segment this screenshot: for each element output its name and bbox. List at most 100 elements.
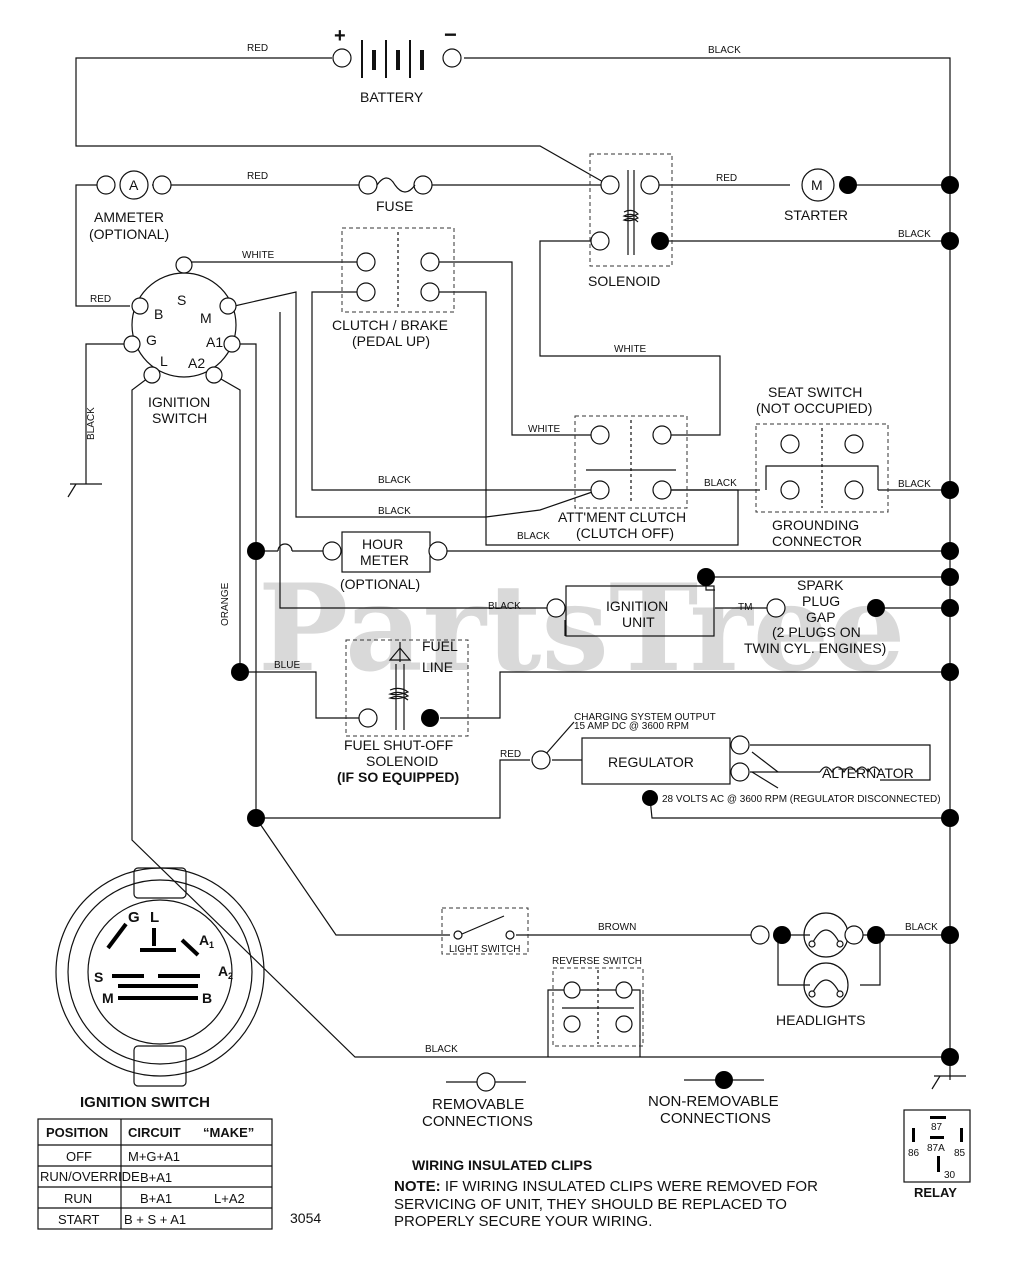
terminal-s: S <box>177 292 186 308</box>
battery-label: BATTERY <box>360 89 424 105</box>
light-switch-label: LIGHT SWITCH <box>449 944 520 955</box>
legend-nonremovable: NON-REMOVABLE <box>648 1093 779 1110</box>
spark-plug-l1: SPARK <box>797 577 844 593</box>
detail-a2: A <box>218 963 228 979</box>
hour-meter-label2: METER <box>360 552 409 568</box>
light-switch: LIGHT SWITCH <box>441 907 529 955</box>
watermark: PartsTree <box>258 558 905 699</box>
terminal-m: M <box>200 310 212 326</box>
att-clutch-sublabel: (CLUTCH OFF) <box>576 525 674 541</box>
wire-label: BROWN <box>598 922 636 933</box>
regulator: CHARGING SYSTEM OUTPUT 15 AMP DC @ 3600 … <box>247 712 959 827</box>
wire-label: BLACK <box>517 531 550 542</box>
detail-a1: A <box>199 932 209 948</box>
table-cell: START <box>58 1212 99 1227</box>
table-cell: B + S + A1 <box>124 1212 186 1227</box>
relay-30: 30 <box>944 1170 956 1181</box>
detail-s: S <box>94 969 103 985</box>
terminal-l: L <box>160 353 168 369</box>
table-cell: B+A1 <box>140 1191 172 1206</box>
alternator: ALTERNATOR <box>822 765 914 781</box>
headlights: HEADLIGHTS <box>750 912 959 1028</box>
notes-line3: PROPERLY SECURE YOUR WIRING. <box>394 1213 652 1230</box>
hour-meter-optional: (OPTIONAL) <box>340 576 420 592</box>
wire-label: BLUE <box>274 660 300 671</box>
detail-a2-sub: 2 <box>228 971 233 981</box>
ignition-unit-label2: UNIT <box>622 614 655 630</box>
ignition-switch: S B M G A1 L A2 IGNITION SWITCH <box>123 256 241 426</box>
detail-title: IGNITION SWITCH <box>80 1094 210 1111</box>
wire-label: WHITE <box>242 250 275 261</box>
charging-output: CHARGING SYSTEM OUTPUT <box>574 712 716 723</box>
clutch-brake-label: CLUTCH / BRAKE <box>332 317 448 333</box>
position-table: POSITION CIRCUIT “MAKE” OFF M+G+A1 RUN/O… <box>37 1118 273 1230</box>
wire-label: RED <box>247 43 268 54</box>
charging-output2: 15 AMP DC @ 3600 RPM <box>574 721 689 732</box>
table-cell: M+G+A1 <box>128 1149 180 1164</box>
legend-nonremovable-2: CONNECTIONS <box>660 1110 771 1127</box>
wire-label: RED <box>500 749 521 760</box>
diagram-number: 3054 <box>290 1210 321 1226</box>
table-header: CIRCUIT <box>128 1125 181 1140</box>
table-cell: L+A2 <box>214 1191 245 1206</box>
wire-label: RED <box>90 294 111 305</box>
detail-m: M <box>102 990 114 1006</box>
wire-label: BLACK <box>898 229 931 240</box>
seat-switch-label: SEAT SWITCH <box>768 384 862 400</box>
terminal-b: B <box>154 306 163 322</box>
solenoid-label: SOLENOID <box>588 273 660 289</box>
alternator-label: ALTERNATOR <box>822 765 914 781</box>
relay-87: 87 <box>931 1122 943 1133</box>
attachment-clutch-switch: ATT'MENT CLUTCH (CLUTCH OFF) <box>558 415 688 541</box>
legend-removable-2: CONNECTIONS <box>422 1113 533 1130</box>
wire-label: BLACK <box>905 922 938 933</box>
table-cell: B+A1 <box>140 1170 172 1185</box>
wire-label: BLACK <box>708 45 741 56</box>
notes-line1: NOTE: IF WIRING INSULATED CLIPS WERE REM… <box>394 1178 818 1195</box>
regulator-label: REGULATOR <box>608 754 694 770</box>
spark-plug-l2: PLUG <box>802 593 840 609</box>
ignition-unit: IGNITION UNIT <box>546 568 959 637</box>
legend: REMOVABLE CONNECTIONS NON-REMOVABLE CONN… <box>422 1071 779 1130</box>
wire-labels: RED BLACK RED RED BLACK WHITE RED BLACK … <box>86 43 938 1055</box>
relay-85: 85 <box>954 1148 966 1159</box>
terminal-a2: A2 <box>188 355 205 371</box>
spark-plug-l3: GAP <box>806 609 836 625</box>
detail-b: B <box>202 990 212 1006</box>
starter: M STARTER <box>784 168 959 250</box>
ac-output: 28 VOLTS AC @ 3600 RPM (REGULATOR DISCON… <box>662 794 941 805</box>
terminal-a1: A1 <box>206 334 223 350</box>
grounding-sublabel: CONNECTOR <box>772 533 862 549</box>
ammeter-symbol: A <box>129 177 139 193</box>
hour-meter-label: HOUR <box>362 536 403 552</box>
wire-label: BLACK <box>378 506 411 517</box>
seat-switch-sublabel: (NOT OCCUPIED) <box>756 400 872 416</box>
spark-plug-l5: TWIN CYL. ENGINES) <box>744 640 886 656</box>
notes-bold: NOTE: <box>394 1178 441 1195</box>
notes-title: WIRING INSULATED CLIPS <box>412 1157 592 1173</box>
terminal-g: G <box>146 332 157 348</box>
wire-label: WHITE <box>614 344 647 355</box>
ammeter-label: AMMETER <box>94 209 164 225</box>
fuel-solenoid-label: FUEL SHUT-OFF <box>344 737 453 753</box>
clutch-brake-switch: CLUTCH / BRAKE (PEDAL UP) <box>332 227 455 349</box>
fuel-solenoid-label2: SOLENOID <box>366 753 438 769</box>
spark-plug: SPARK PLUG GAP (2 PLUGS ON TWIN CYL. ENG… <box>744 577 959 656</box>
relay-86: 86 <box>908 1148 920 1159</box>
battery-plus: + <box>334 25 346 47</box>
notes-line2: SERVICING OF UNIT, THEY SHOULD BE REPLAC… <box>394 1196 787 1213</box>
wire-label: BLACK <box>704 478 737 489</box>
wire-label: BLACK <box>488 601 521 612</box>
fuel-solenoid-label3: (IF SO EQUIPPED) <box>337 769 459 785</box>
wire-label: ORANGE <box>220 582 231 626</box>
wire-label: BLACK <box>898 479 931 490</box>
relay-87a: 87A <box>927 1143 945 1154</box>
detail-a1-sub: 1 <box>209 940 214 950</box>
starter-symbol: M <box>811 177 823 193</box>
reverse-switch: REVERSE SWITCH <box>552 956 959 1066</box>
fuse: FUSE <box>358 175 433 214</box>
spark-plug-l4: (2 PLUGS ON <box>772 624 861 640</box>
ignition-switch-detail: G L A 1 S A 2 M B IGNITION SWITCH <box>55 867 265 1111</box>
battery: + − BATTERY <box>332 22 462 105</box>
